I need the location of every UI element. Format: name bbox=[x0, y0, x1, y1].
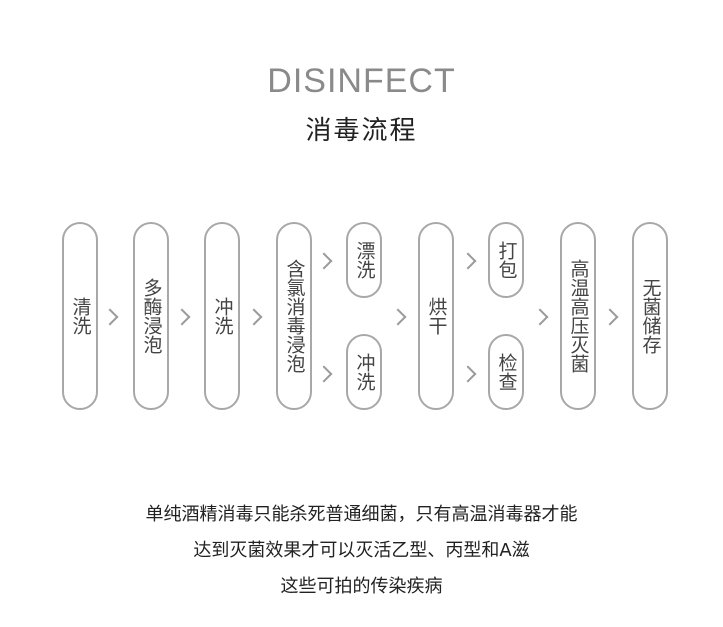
step-chlorine-soak: 含氯消毒浸泡 bbox=[276, 222, 312, 410]
step-inspect: 检查 bbox=[488, 334, 524, 410]
step-dry: 烘干 bbox=[418, 222, 454, 410]
description-line-3: 这些可拍的传染疾病 bbox=[280, 576, 443, 597]
step-clean: 清洗 bbox=[62, 222, 98, 410]
step-rinse-a-label: 漂洗 bbox=[353, 241, 376, 279]
description-line-2: 达到灭菌效果才可以灭活乙型、丙型和A滋 bbox=[193, 540, 530, 561]
arrow-right-icon bbox=[389, 308, 407, 326]
step-dry-label: 烘干 bbox=[425, 297, 448, 335]
arrow-right-icon bbox=[459, 252, 477, 270]
step-sterilize-label: 高温高压灭菌 bbox=[567, 259, 590, 373]
step-rinse: 冲洗 bbox=[204, 222, 240, 410]
title-english: DISINFECT bbox=[267, 62, 456, 100]
arrow-right-icon bbox=[315, 252, 333, 270]
arrow-right-icon bbox=[101, 308, 119, 326]
arrow-right-icon bbox=[601, 308, 619, 326]
title-chinese: 消毒流程 bbox=[305, 116, 418, 146]
step-rinse-b-label: 冲洗 bbox=[353, 353, 376, 391]
step-pack: 打包 bbox=[488, 222, 524, 298]
arrow-right-icon bbox=[173, 308, 191, 326]
step-inspect-label: 检查 bbox=[495, 353, 518, 391]
step-clean-label: 清洗 bbox=[69, 297, 92, 335]
step-chlorine-soak-label: 含氯消毒浸泡 bbox=[283, 259, 306, 373]
arrow-right-icon bbox=[531, 308, 549, 326]
arrow-right-icon bbox=[245, 308, 263, 326]
step-sterile-storage: 无菌储存 bbox=[632, 222, 668, 410]
step-rinse-b: 冲洗 bbox=[346, 334, 382, 410]
step-rinse-label: 冲洗 bbox=[211, 297, 234, 335]
step-sterile-storage-label: 无菌储存 bbox=[639, 278, 662, 354]
step-enzyme-soak: 多酶浸泡 bbox=[133, 222, 169, 410]
step-pack-label: 打包 bbox=[495, 241, 518, 279]
step-sterilize: 高温高压灭菌 bbox=[560, 222, 596, 410]
arrow-right-icon bbox=[315, 365, 333, 383]
arrow-right-icon bbox=[459, 365, 477, 383]
description-line-1: 单纯酒精消毒只能杀死普通细菌，只有高温消毒器才能 bbox=[145, 504, 578, 525]
step-rinse-a: 漂洗 bbox=[346, 222, 382, 298]
step-enzyme-soak-label: 多酶浸泡 bbox=[140, 278, 163, 354]
